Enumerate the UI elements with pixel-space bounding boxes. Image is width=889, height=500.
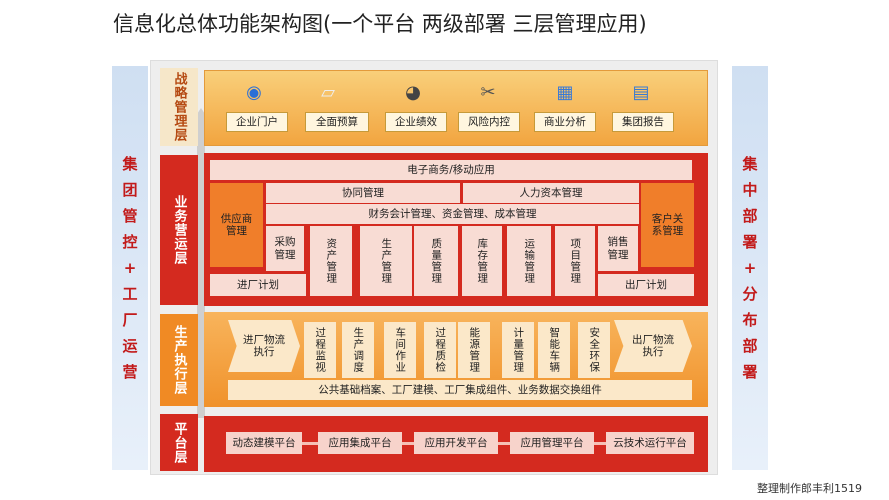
strategy-item-portal[interactable]: 企业门户 [226,112,288,132]
collab-box[interactable]: 协同管理 [266,183,460,203]
paper-icon: ▱ [321,81,335,103]
platform-item-cloud[interactable]: 云技术运行平台 [606,432,694,454]
ecommerce-box[interactable]: 电子商务/移动应用 [210,160,692,180]
module-purchasing[interactable]: 采购管理 [266,226,304,271]
module-sales[interactable]: 销售管理 [598,226,638,271]
prod-module-inspection[interactable]: 过程质检 [424,322,456,378]
right-side-label: 集 中 部 署 + 分 布 部 署 [732,66,768,470]
inbound-plan-box[interactable]: 进厂计划 [210,274,306,296]
layer-label-business: 业务营运层 [160,155,198,305]
module-assets[interactable]: 资产管理 [310,226,352,296]
module-production[interactable]: 生产管理 [360,226,412,296]
customer-box[interactable]: 客户关系管理 [641,183,694,267]
prod-module-scheduling[interactable]: 生产调度 [342,322,374,378]
inbound-logistics-box[interactable]: 进厂物流执行 [228,320,300,372]
chart-icon: ◕ [405,81,421,103]
layer-label-platform: 平台层 [160,414,198,471]
platform-item-development[interactable]: 应用开发平台 [414,432,498,454]
platform-item-modeling[interactable]: 动态建模平台 [226,432,302,454]
platform-item-integration[interactable]: 应用集成平台 [318,432,402,454]
strategy-item-group-report[interactable]: 集团报告 [612,112,674,132]
up-arrow-shaft [197,118,205,418]
module-inventory[interactable]: 库存管理 [462,226,502,296]
strategy-item-risk-control[interactable]: 风险内控 [458,112,520,132]
prod-module-metering[interactable]: 计量管理 [502,322,534,378]
prod-module-safety[interactable]: 安全环保 [578,322,610,378]
strategy-layer [204,70,708,146]
finance-box[interactable]: 财务会计管理、资金管理、成本管理 [266,204,639,224]
layer-label-production: 生产执行层 [160,314,198,406]
strategy-item-performance[interactable]: 企业绩效 [385,112,447,132]
prod-module-monitor[interactable]: 过程监视 [304,322,336,378]
hr-box[interactable]: 人力资本管理 [463,183,639,203]
module-quality[interactable]: 质量管理 [414,226,458,296]
report-icon: ▤ [632,81,650,103]
left-side-label: 集 团 管 控 + 工 厂 运 营 [112,66,148,470]
strategy-item-business-analysis[interactable]: 商业分析 [534,112,596,132]
module-transport[interactable]: 运输管理 [507,226,551,296]
outbound-plan-box[interactable]: 出厂计划 [598,274,694,296]
credit-text: 整理制作郎丰利1519 [757,482,862,495]
tool-icon: ✂ [480,81,496,103]
layer-label-strategy: 战略管理层 [160,68,198,146]
strategy-item-budget[interactable]: 全面预算 [305,112,369,132]
supply-box[interactable]: 供应商管理 [210,183,263,267]
globe-icon: ◉ [246,81,262,103]
prod-module-workshop[interactable]: 车间作业 [384,322,416,378]
production-base-box[interactable]: 公共基础档案、工厂建模、工厂集成组件、业务数据交换组件 [228,380,692,400]
analysis-icon: ▦ [556,81,574,103]
outbound-logistics-box[interactable]: 出厂物流执行 [614,320,692,372]
platform-item-management[interactable]: 应用管理平台 [510,432,594,454]
prod-module-energy[interactable]: 能源管理 [458,322,490,378]
module-project[interactable]: 项目管理 [555,226,595,296]
prod-module-vehicles[interactable]: 智能车辆 [538,322,570,378]
page-title: 信息化总体功能架构图(一个平台 两级部署 三层管理应用) [113,12,647,36]
